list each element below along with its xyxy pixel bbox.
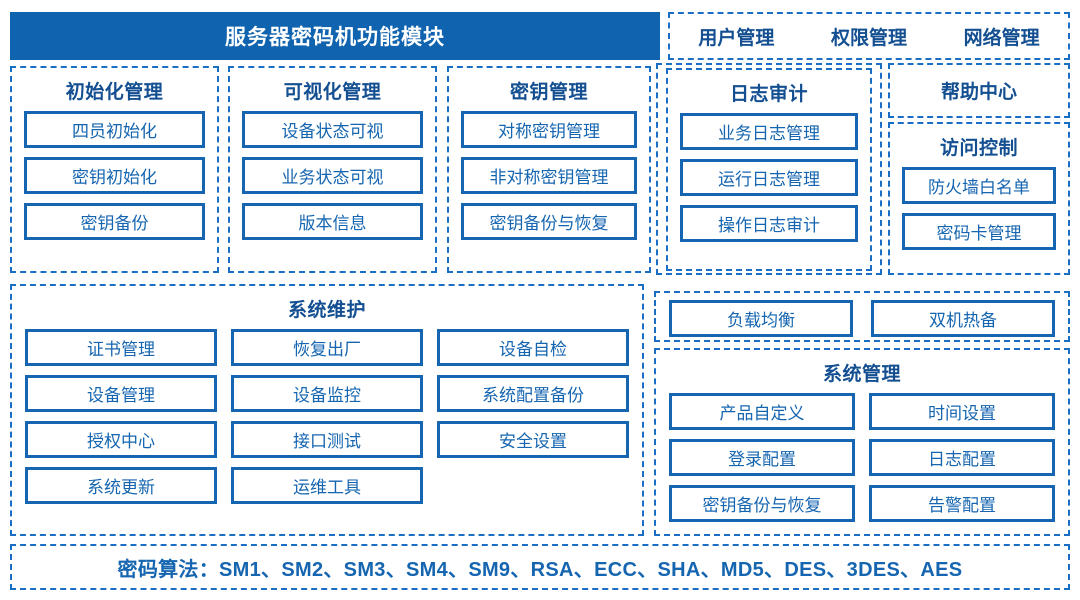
top-links-group: 用户管理 权限管理 网络管理	[668, 12, 1070, 60]
item-device-management[interactable]: 设备管理	[25, 375, 217, 412]
group-title: 日志审计	[729, 84, 808, 105]
group-items: 设备状态可视 业务状态可视 版本信息	[230, 111, 435, 240]
top-link-user-management[interactable]: 用户管理	[698, 27, 775, 49]
group-title: 系统管理	[822, 364, 901, 385]
item-key-init[interactable]: 密钥初始化	[24, 157, 205, 194]
group-log-audit: 日志审计 业务日志管理 运行日志管理 操作日志审计	[666, 68, 872, 271]
group-title: 初始化管理	[65, 82, 164, 103]
item-device-monitoring[interactable]: 设备监控	[231, 375, 423, 412]
top-link-network-management[interactable]: 网络管理	[963, 27, 1040, 49]
group-title: 密钥管理	[509, 82, 588, 103]
group-key-management: 密钥管理 对称密钥管理 非对称密钥管理 密钥备份与恢复	[447, 66, 651, 273]
item-key-backup-restore-sys[interactable]: 密钥备份与恢复	[669, 485, 855, 522]
help-center-group[interactable]: 帮助中心	[888, 63, 1070, 118]
item-time-settings[interactable]: 时间设置	[869, 393, 1055, 430]
item-operation-log-audit[interactable]: 操作日志审计	[680, 205, 858, 242]
group-system-management: 系统管理 产品自定义 时间设置 登录配置 日志配置 密钥备份与恢复 告警配置	[654, 348, 1070, 536]
group-title: 系统维护	[287, 300, 366, 321]
item-system-config-backup[interactable]: 系统配置备份	[437, 375, 629, 412]
item-system-update[interactable]: 系统更新	[25, 467, 217, 504]
item-interface-test[interactable]: 接口测试	[231, 421, 423, 458]
group-items: 防火墙白名单 密码卡管理	[890, 167, 1068, 250]
help-center-title: 帮助中心	[940, 82, 1017, 103]
item-key-backup-restore[interactable]: 密钥备份与恢复	[461, 203, 637, 240]
item-load-balancing[interactable]: 负载均衡	[669, 300, 853, 337]
item-ops-tools[interactable]: 运维工具	[231, 467, 423, 504]
item-certificate-management[interactable]: 证书管理	[25, 329, 217, 366]
algorithms-band: 密码算法：SM1、SM2、SM3、SM4、SM9、RSA、ECC、SHA、MD5…	[10, 544, 1070, 590]
group-items: 负载均衡 双机热备	[656, 293, 1068, 337]
item-service-status-visible[interactable]: 业务状态可视	[242, 157, 423, 194]
top-links-row: 用户管理 权限管理 网络管理	[670, 14, 1068, 58]
group-system-maintenance: 系统维护 证书管理 恢复出厂 设备自检 设备管理 设备监控 系统配置备份 授权中…	[10, 284, 644, 536]
top-link-permission-management[interactable]: 权限管理	[830, 27, 907, 49]
group-visualization-management: 可视化管理 设备状态可视 业务状态可视 版本信息	[228, 66, 437, 273]
item-login-config[interactable]: 登录配置	[669, 439, 855, 476]
group-items: 产品自定义 时间设置 登录配置 日志配置 密钥备份与恢复 告警配置	[656, 393, 1068, 534]
item-firewall-whitelist[interactable]: 防火墙白名单	[902, 167, 1056, 204]
group-items: 业务日志管理 运行日志管理 操作日志审计	[668, 113, 870, 242]
item-asymmetric-key-management[interactable]: 非对称密钥管理	[461, 157, 637, 194]
item-dual-machine-hot-standby[interactable]: 双机热备	[871, 300, 1055, 337]
group-items: 四员初始化 密钥初始化 密钥备份	[12, 111, 217, 240]
group-initialization-management: 初始化管理 四员初始化 密钥初始化 密钥备份	[10, 66, 219, 273]
item-key-backup[interactable]: 密钥备份	[24, 203, 205, 240]
group-title: 访问控制	[939, 138, 1018, 159]
page-title: 服务器密码机功能模块	[10, 12, 660, 60]
item-log-config[interactable]: 日志配置	[869, 439, 1055, 476]
item-symmetric-key-management[interactable]: 对称密钥管理	[461, 111, 637, 148]
item-version-info[interactable]: 版本信息	[242, 203, 423, 240]
item-crypto-card-management[interactable]: 密码卡管理	[902, 213, 1056, 250]
item-device-status-visible[interactable]: 设备状态可视	[242, 111, 423, 148]
group-items: 证书管理 恢复出厂 设备自检 设备管理 设备监控 系统配置备份 授权中心 接口测…	[12, 329, 642, 516]
item-runtime-log-management[interactable]: 运行日志管理	[680, 159, 858, 196]
group-high-availability: 负载均衡 双机热备	[654, 291, 1070, 342]
item-business-log-management[interactable]: 业务日志管理	[680, 113, 858, 150]
algorithms-text: 密码算法：SM1、SM2、SM3、SM4、SM9、RSA、ECC、SHA、MD5…	[117, 558, 963, 581]
item-security-settings[interactable]: 安全设置	[437, 421, 629, 458]
item-four-member-init[interactable]: 四员初始化	[24, 111, 205, 148]
item-alarm-config[interactable]: 告警配置	[869, 485, 1055, 522]
item-product-customization[interactable]: 产品自定义	[669, 393, 855, 430]
item-factory-reset[interactable]: 恢复出厂	[231, 329, 423, 366]
group-access-control: 访问控制 防火墙白名单 密码卡管理	[888, 122, 1070, 275]
group-items: 对称密钥管理 非对称密钥管理 密钥备份与恢复	[449, 111, 649, 240]
group-title: 可视化管理	[283, 82, 382, 103]
item-device-self-check[interactable]: 设备自检	[437, 329, 629, 366]
item-authorization-center[interactable]: 授权中心	[25, 421, 217, 458]
